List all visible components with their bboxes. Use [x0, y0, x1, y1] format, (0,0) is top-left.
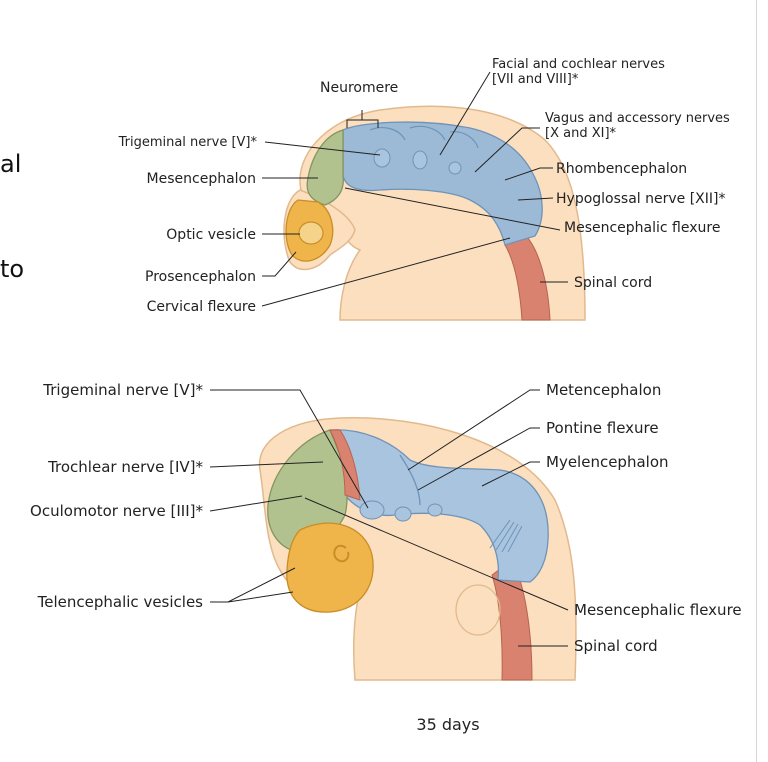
label-facial-1: Facial and cochlear nerves	[492, 57, 665, 72]
top-trigeminal-ganglion	[373, 148, 391, 168]
label-rhombencephalon: Rhombencephalon	[556, 161, 687, 177]
top-spinal-cord	[504, 231, 551, 321]
leader-trigeminal	[264, 141, 381, 156]
bottom-otic-outline	[455, 584, 501, 636]
bottom-isthmus	[329, 429, 361, 501]
bottom-embryo-figure: Trigeminal nerve [V]* Metencephalon Pont…	[30, 381, 742, 734]
label-mesencephalon: Mesencephalon	[147, 171, 256, 187]
bottom-hypoglossal-roots	[489, 519, 523, 553]
top-rhombencephalon	[342, 121, 543, 246]
bottom-facial-ganglion	[394, 506, 412, 522]
leader-trigeminal-bottom	[210, 389, 369, 509]
top-facial-ganglion	[412, 150, 428, 170]
label-telencephalic: Telencephalic vesicles	[37, 593, 204, 611]
label-optic-vesicle: Optic vesicle	[166, 227, 256, 243]
top-embryo-figure: Neuromere Facial and cochlear nerves [VI…	[118, 57, 730, 321]
leader-cervical	[261, 237, 511, 307]
bottom-telencephalic-vesicles	[286, 522, 374, 613]
top-vagus-ganglion	[448, 161, 462, 175]
leader-metencephalon	[407, 389, 540, 471]
figure-caption: 35 days	[416, 715, 479, 734]
bottom-vagus-ganglion	[427, 503, 443, 517]
label-hypoglossal: Hypoglossal nerve [XII]*	[556, 191, 725, 207]
neuromere-bracket	[346, 110, 379, 128]
label-spinal-cord-bottom: Spinal cord	[574, 637, 658, 655]
top-mesencephalon	[306, 129, 344, 206]
leader-myelencephalon	[481, 461, 540, 487]
leader-hypoglossal	[517, 197, 554, 201]
label-vagus-1: Vagus and accessory nerves	[545, 111, 730, 126]
leader-rhomb	[504, 167, 553, 181]
leader-pontine	[417, 427, 540, 491]
leader-facial	[439, 71, 491, 156]
label-prosencephalon: Prosencephalon	[145, 269, 256, 285]
leader-trochlear	[209, 461, 324, 468]
bottom-trigeminal-ganglion	[359, 500, 385, 520]
label-trochlear: Trochlear nerve [IV]*	[47, 458, 203, 476]
label-oculomotor: Oculomotor nerve [III]*	[30, 502, 203, 520]
cropped-side-text-top: al	[0, 150, 22, 178]
leader-mesen-flexure-bottom	[304, 497, 569, 611]
leader-vagus	[474, 127, 540, 173]
top-neuromeres	[369, 125, 479, 149]
page-edge-divider	[756, 0, 757, 762]
top-optic-vesicle	[298, 221, 324, 245]
cropped-side-text-bottom: to	[0, 255, 25, 283]
label-pontine-flexure: Pontine flexure	[546, 419, 659, 437]
label-neuromere: Neuromere	[320, 80, 398, 96]
label-vagus-2: [X and XI]*	[545, 126, 617, 141]
label-mesencephalic-flexure-top: Mesencephalic flexure	[564, 220, 720, 236]
leader-oculomotor	[209, 495, 303, 512]
label-myelencephalon: Myelencephalon	[546, 453, 669, 471]
label-metencephalon: Metencephalon	[546, 381, 661, 399]
leader-mesen-flexure	[344, 187, 561, 231]
label-trigeminal-bottom: Trigeminal nerve [V]*	[42, 381, 203, 399]
leader-prosen	[262, 251, 297, 277]
label-cervical-flexure: Cervical flexure	[147, 299, 256, 315]
label-trigeminal-top: Trigeminal nerve [V]*	[118, 135, 258, 150]
leader-telencephalic	[210, 567, 296, 603]
label-spinal-cord-top: Spinal cord	[574, 275, 652, 291]
bottom-optic-cup	[333, 544, 350, 563]
label-mesencephalic-flexure-bottom: Mesencephalic flexure	[574, 601, 742, 619]
bottom-pontine-fold	[399, 454, 421, 506]
label-facial-2: [VII and VIII]*	[492, 72, 579, 87]
